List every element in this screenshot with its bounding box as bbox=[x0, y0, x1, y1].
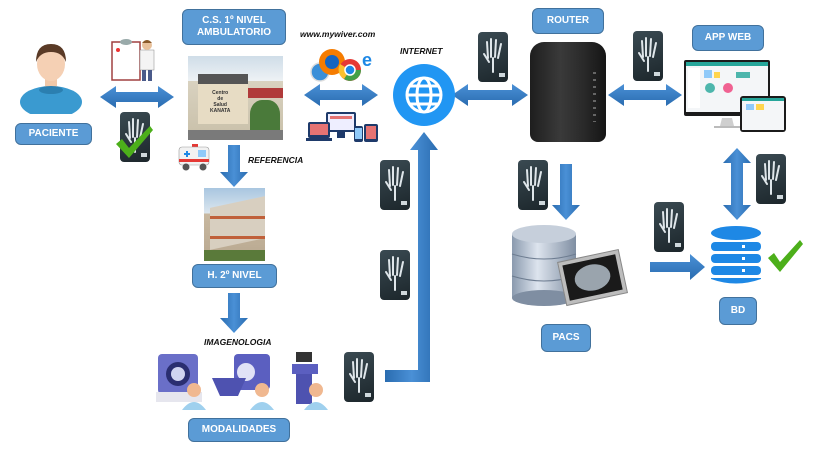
xray-image-icon bbox=[518, 160, 548, 210]
arrow-appweb-bd bbox=[723, 148, 751, 220]
hospital-label: H. 2º NIVEL bbox=[192, 264, 277, 288]
router-label: ROUTER bbox=[532, 8, 604, 34]
xray-image-icon bbox=[478, 32, 508, 82]
arrow-web-internet bbox=[304, 84, 378, 106]
mri-scanner-icon bbox=[210, 352, 280, 412]
arrow-hospital-imaging bbox=[220, 293, 248, 333]
arrow-cs-hospital bbox=[220, 145, 248, 187]
imaging-annotation: IMAGENOLOGIA bbox=[204, 337, 272, 347]
arrow-router-appweb bbox=[608, 84, 682, 106]
xray-image-icon bbox=[633, 31, 663, 81]
primary-care-label-line2: AMBULATORIO bbox=[196, 27, 272, 38]
router-label-text: ROUTER bbox=[546, 14, 590, 26]
primary-care-label-line1: C.S. 1º NIVEL bbox=[202, 14, 266, 26]
arrow-internet-router bbox=[452, 84, 528, 106]
database-icon bbox=[710, 226, 762, 286]
patient-avatar-icon bbox=[18, 38, 84, 118]
pacs-label-text: PACS bbox=[552, 331, 580, 343]
devices-icon bbox=[306, 110, 378, 144]
modalities-label: MODALIDADES bbox=[188, 418, 290, 442]
pacs-label: PACS bbox=[541, 324, 591, 352]
app-web-label-text: APP WEB bbox=[704, 31, 752, 43]
xray-image-icon bbox=[756, 154, 786, 204]
patient-label-text: PACIENTE bbox=[28, 127, 79, 139]
building-sign: Centro de Salud KANATA bbox=[210, 90, 231, 114]
ambulance-icon bbox=[178, 144, 212, 172]
checkmark-icon bbox=[766, 238, 804, 274]
internet-annotation: INTERNET bbox=[400, 46, 443, 56]
primary-care-label: C.S. 1º NIVEL AMBULATORIO bbox=[182, 9, 286, 45]
doctor-icon bbox=[110, 36, 158, 84]
website-annotation: www.mywiver.com bbox=[300, 29, 376, 39]
arrow-modalities-internet bbox=[385, 132, 438, 382]
patient-label: PACIENTE bbox=[15, 123, 92, 145]
hospital-building-photo bbox=[204, 188, 265, 261]
database-label: BD bbox=[719, 297, 757, 325]
xray-image-icon bbox=[380, 250, 410, 300]
pacs-server-icon bbox=[510, 224, 632, 310]
web-browsers-icon: e bbox=[306, 44, 378, 84]
checkmark-icon bbox=[114, 124, 154, 160]
svg-text:e: e bbox=[362, 50, 372, 70]
referral-annotation: REFERENCIA bbox=[248, 155, 304, 165]
app-web-label: APP WEB bbox=[692, 25, 764, 51]
modalities-label-text: MODALIDADES bbox=[201, 423, 277, 435]
xray-image-icon bbox=[654, 202, 684, 252]
arrow-router-pacs bbox=[552, 164, 580, 220]
router-device-icon bbox=[530, 42, 606, 142]
xray-image-icon bbox=[344, 352, 374, 402]
ultrasound-machine-icon bbox=[290, 352, 330, 412]
xray-image-icon bbox=[380, 160, 410, 210]
hospital-label-text: H. 2º NIVEL bbox=[207, 269, 262, 281]
arrow-pacs-bd bbox=[650, 254, 705, 280]
arrow-patient-cs bbox=[100, 86, 174, 108]
ct-scanner-icon bbox=[156, 352, 208, 412]
database-label-text: BD bbox=[730, 304, 746, 316]
app-web-screens-icon bbox=[684, 60, 788, 134]
primary-care-building-photo: Centro de Salud KANATA bbox=[188, 56, 283, 140]
internet-globe-icon bbox=[392, 63, 456, 127]
